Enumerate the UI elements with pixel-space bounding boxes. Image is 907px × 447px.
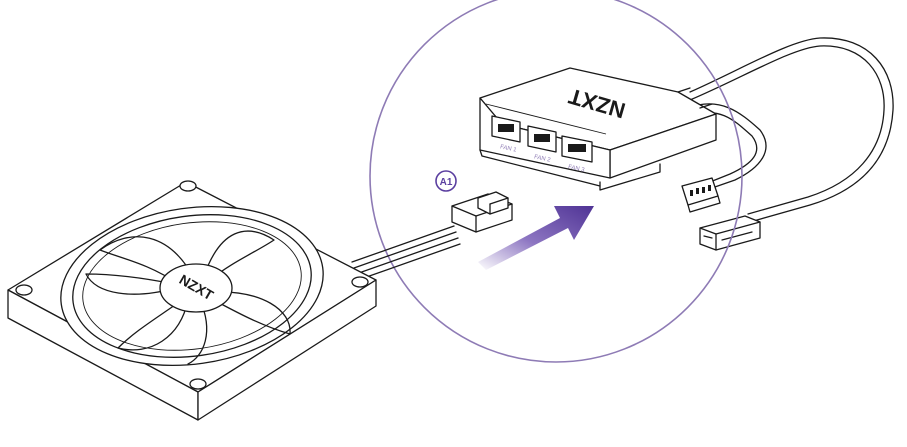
zoom-circle <box>369 0 743 363</box>
hub-port-3: FAN 3 <box>561 135 593 174</box>
callout-a1-label: A1 <box>440 177 453 188</box>
hub-port-3-label: FAN 3 <box>567 164 585 173</box>
hub-port-1-label: FAN 1 <box>499 144 517 153</box>
sata-power-connector <box>699 215 761 251</box>
case-fan: NZXT <box>7 180 377 421</box>
insert-arrow <box>478 206 594 270</box>
fan-cable <box>351 225 461 281</box>
small-pin-connector <box>681 177 721 213</box>
hub-cable-loop <box>687 37 894 223</box>
hub-port-2-label: FAN 2 <box>533 154 551 163</box>
fan-hub: NZXT FAN 1 FAN 2 FAN 3 <box>479 67 717 191</box>
hub-port-1: FAN 1 <box>491 115 521 154</box>
fan-connector <box>451 191 513 233</box>
hub-port-2: FAN 2 <box>527 125 557 164</box>
callout-a1: A1 <box>435 170 457 192</box>
